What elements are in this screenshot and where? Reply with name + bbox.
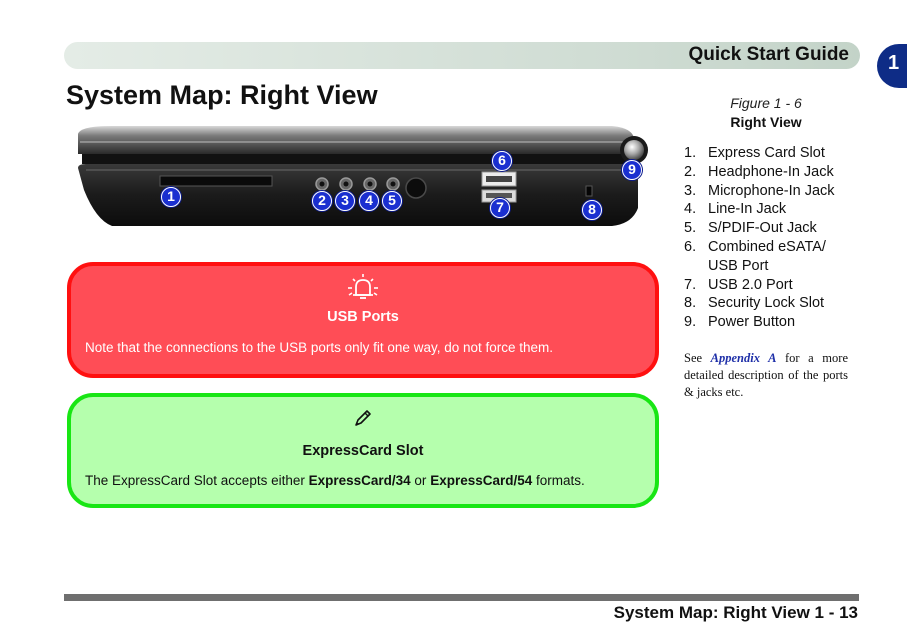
callout-4: 4 <box>359 191 379 211</box>
list-item: 2.Headphone-In Jack <box>684 163 834 180</box>
header-bar <box>64 42 860 69</box>
callout-6: 6 <box>492 151 512 171</box>
usb-ports-warning-box: USB Ports Note that the connections to t… <box>67 262 659 378</box>
callout-5: 5 <box>382 191 402 211</box>
list-item: 3.Microphone-In Jack <box>684 182 835 199</box>
callout-7: 7 <box>490 198 510 218</box>
list-item: 5.S/PDIF-Out Jack <box>684 220 817 237</box>
list-item: USB Port <box>708 257 769 274</box>
expresscard-title: ExpressCard Slot <box>302 443 424 459</box>
callout-9: 9 <box>622 160 642 180</box>
see-appendix-note: See Appendix A for a more detailed descr… <box>684 351 848 399</box>
appendix-link[interactable]: Appendix A <box>710 351 777 365</box>
list-item: 6.Combined eSATA/ <box>684 238 826 255</box>
list-item: 7.USB 2.0 Port <box>684 276 793 293</box>
expresscard-info-box: ExpressCard Slot The ExpressCard Slot ac… <box>67 393 659 508</box>
usb-ports-title: USB Ports <box>327 309 399 325</box>
chapter-number: 1 <box>888 52 900 74</box>
footer-page-label: System Map: Right View 1 - 13 <box>613 603 858 622</box>
footer-rule <box>64 594 859 601</box>
laptop-illustration <box>78 126 648 226</box>
expresscard-body: The ExpressCard Slot accepts either Expr… <box>85 473 585 488</box>
callout-1: 1 <box>161 187 181 207</box>
header-title: Quick Start Guide <box>688 44 849 65</box>
laptop-right-view-image: 1 2 3 4 5 6 7 8 9 <box>72 120 662 238</box>
callout-2: 2 <box>312 191 332 211</box>
list-item: 1.Express Card Slot <box>684 145 825 161</box>
figure-name: Right View <box>730 114 802 130</box>
list-item: 9.Power Button <box>684 314 796 331</box>
page-title: System Map: Right View <box>66 80 378 110</box>
port-list: 1.Express Card Slot 2.Headphone-In Jack … <box>684 144 856 332</box>
chapter-tab <box>877 44 907 88</box>
alarm-bell-icon <box>345 273 381 306</box>
list-item: 4.Line-In Jack <box>684 201 787 218</box>
pencil-icon <box>352 407 374 434</box>
callout-3: 3 <box>335 191 355 211</box>
usb-ports-body: Note that the connections to the USB por… <box>85 340 554 355</box>
figure-number: Figure 1 - 6 <box>730 95 802 111</box>
callout-8: 8 <box>582 200 602 220</box>
figure-caption: Figure 1 - 6 Right View <box>684 95 848 130</box>
list-item: 8.Security Lock Slot <box>684 295 825 312</box>
